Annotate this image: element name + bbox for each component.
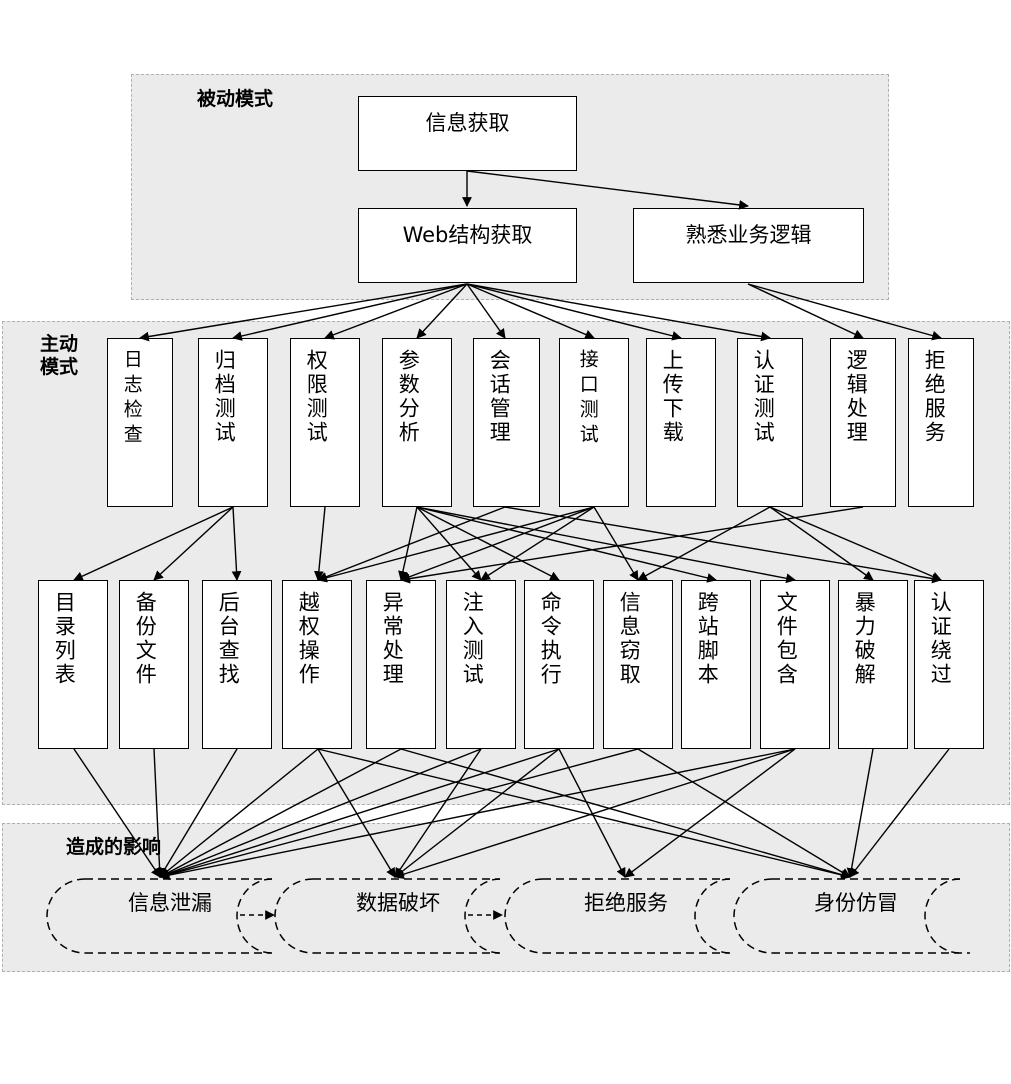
auth-bypass-box: 认证绕过 bbox=[914, 580, 984, 749]
logic-process-box: 逻辑处理 bbox=[830, 338, 896, 507]
privilege-escalation-box: 越权操作 bbox=[282, 580, 352, 749]
xss-box: 跨站脚本 bbox=[681, 580, 751, 749]
injection-test-box: 注入测试 bbox=[446, 580, 516, 749]
impact-shape-dos bbox=[504, 878, 731, 954]
web-structure-box: Web结构获取 bbox=[358, 208, 577, 283]
upload-download-box: 上传下载 bbox=[646, 338, 716, 507]
archive-test-box: 归档测试 bbox=[198, 338, 268, 507]
dir-listing-box: 目录列表 bbox=[38, 580, 108, 749]
brute-force-box: 暴力破解 bbox=[838, 580, 908, 749]
file-inclusion-box: 文件包含 bbox=[760, 580, 830, 749]
passive-mode-title: 被动模式 bbox=[197, 88, 274, 110]
business-logic-box: 熟悉业务逻辑 bbox=[633, 208, 864, 283]
impact-dos-label: 拒绝服务 bbox=[584, 891, 668, 915]
impact-shape-data-damage bbox=[274, 878, 501, 954]
backend-search-box: 后台查找 bbox=[202, 580, 272, 749]
info-gather-box: 信息获取 bbox=[358, 96, 577, 171]
permission-test-box: 权限测试 bbox=[290, 338, 360, 507]
active-mode-title: 主动 模式 bbox=[40, 333, 79, 378]
dos-box: 拒绝服务 bbox=[908, 338, 974, 507]
impact-data-damage-label: 数据破坏 bbox=[356, 891, 440, 915]
info-theft-box: 信息窃取 bbox=[603, 580, 673, 749]
command-exec-box: 命令执行 bbox=[524, 580, 594, 749]
impact-identity-spoof-label: 身份仿冒 bbox=[814, 891, 898, 915]
backup-file-box: 备份文件 bbox=[119, 580, 189, 749]
impact-region bbox=[2, 823, 1010, 972]
param-analysis-box: 参数分析 bbox=[382, 338, 452, 507]
auth-test-box: 认证测试 bbox=[737, 338, 803, 507]
impact-title: 造成的影响 bbox=[66, 836, 162, 858]
exception-handling-box: 异常处理 bbox=[366, 580, 436, 749]
impact-shape-identity-spoof bbox=[733, 878, 970, 954]
impact-info-leak-label: 信息泄漏 bbox=[128, 891, 212, 915]
interface-test-box: 接口测试 bbox=[559, 338, 629, 507]
impact-shape-info-leak bbox=[46, 878, 273, 954]
session-manage-box: 会话管理 bbox=[473, 338, 540, 507]
